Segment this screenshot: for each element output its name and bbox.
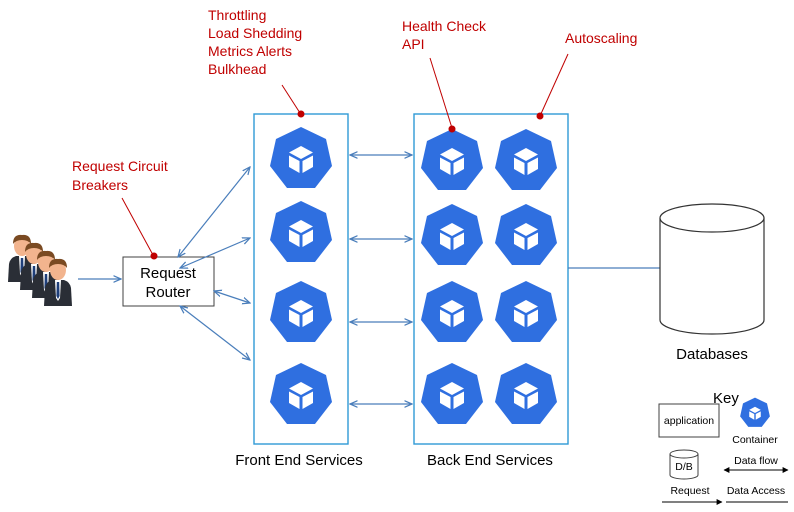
svg-text:Request Circuit: Request Circuit	[72, 158, 168, 174]
annotation-autoscaling: Autoscaling	[536, 30, 637, 120]
svg-text:Breakers: Breakers	[72, 177, 128, 193]
front-end-containers	[270, 127, 332, 424]
database-cylinder-icon	[659, 203, 765, 335]
router-label-line-1: Request	[140, 265, 197, 282]
svg-text:Bulkhead: Bulkhead	[208, 61, 266, 77]
router-label-line-2: Router	[145, 284, 190, 301]
legend-application: application	[664, 415, 714, 427]
legend-container: Container	[732, 434, 778, 446]
container-cube-icon	[270, 281, 332, 342]
svg-text:API: API	[402, 36, 425, 52]
annotation-resilience: Throttling Load Shedding Metrics Alerts …	[208, 7, 305, 118]
legend-data-access: Data Access	[727, 485, 785, 497]
container-cube-icon	[740, 397, 770, 427]
legend-db-icon	[669, 449, 699, 480]
back-end-label: Back End Services	[427, 452, 553, 469]
front-back-arrows	[350, 155, 412, 404]
svg-text:Autoscaling: Autoscaling	[565, 30, 637, 46]
back-end-services-box	[413, 113, 569, 445]
container-cube-icon	[495, 129, 557, 190]
annotation-circuit-breakers: Request Circuit Breakers	[72, 158, 168, 260]
container-cube-icon	[270, 201, 332, 262]
svg-text:Health Check: Health Check	[402, 18, 487, 34]
svg-text:Metrics Alerts: Metrics Alerts	[208, 43, 292, 59]
legend-db: D/B	[675, 461, 693, 473]
legend-request: Request	[670, 485, 709, 497]
container-cube-icon	[495, 204, 557, 265]
container-cube-icon	[270, 127, 332, 188]
svg-text:Throttling: Throttling	[208, 7, 266, 23]
container-cube-icon	[421, 281, 483, 342]
legend-data-flow: Data flow	[734, 455, 778, 467]
database-label: Databases	[676, 346, 748, 363]
legend: Key application Container D/B Data flow …	[658, 390, 789, 505]
container-cube-icon	[495, 363, 557, 424]
front-end-label: Front End Services	[235, 452, 363, 469]
annotation-health-check: Health Check API	[402, 18, 487, 133]
user-group-icon	[8, 234, 72, 306]
back-end-containers	[421, 129, 557, 424]
container-cube-icon	[270, 363, 332, 424]
container-cube-icon	[421, 363, 483, 424]
request-router: Request Router	[122, 256, 215, 307]
router-fanout-arrows	[178, 167, 250, 360]
container-cube-icon	[421, 129, 483, 190]
container-cube-icon	[495, 281, 557, 342]
svg-text:Load Shedding: Load Shedding	[208, 25, 302, 41]
legend-title: Key	[713, 390, 739, 407]
container-cube-icon	[421, 204, 483, 265]
